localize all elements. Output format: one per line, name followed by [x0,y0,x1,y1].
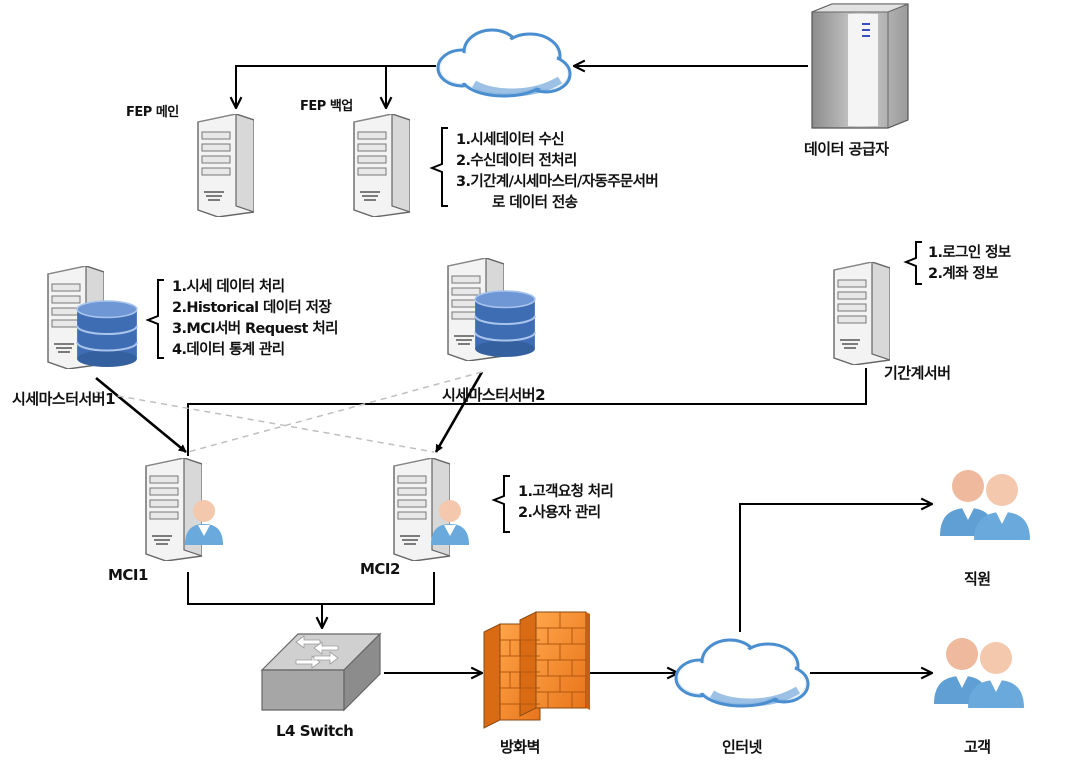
market-master-note-4: 4.데이터 통계 관리 [172,342,285,358]
server-icon [833,262,890,365]
account-server-label: 기간계서버 [884,364,951,382]
arrow-master1-to-mci1 [95,376,187,454]
mci1-label: MCI1 [108,566,148,584]
firewall-label: 방화벽 [500,738,540,756]
market-master-note-2: 2.Historical 데이터 저장 [172,300,332,316]
server-icon [197,114,254,217]
link-mci-to-switch [187,572,435,628]
fep-notes: 1.시세데이터 수신 2.수신데이터 전처리 3.기간계/시세마스터/자동주문서… [456,130,659,214]
tower-server-icon [811,3,909,129]
mci-note-2: 2.사용자 관리 [518,505,601,521]
account-note-1: 1.로그인 정보 [928,245,1011,261]
switch-icon [260,632,382,712]
arrow-master2-to-mci2 [434,371,484,453]
fep-note-4: 로 데이터 전송 [492,195,578,211]
server-icon [353,114,410,217]
market-master-note-1: 1.시세 데이터 처리 [172,279,285,295]
fep-note-1: 1.시세데이터 수신 [456,132,565,148]
note-brackets [145,127,922,533]
fep-backup-label: FEP 백업 [300,99,353,114]
mci2-label: MCI2 [360,560,400,578]
market-master-notes: 1.시세 데이터 처리 2.Historical 데이터 저장 3.MCI서버 … [172,277,338,361]
mci-notes: 1.고객요청 처리 2.사용자 관리 [518,482,614,524]
fep-note-2: 2.수신데이터 전처리 [456,153,577,169]
database-icon [474,290,536,358]
account-note-2: 2.계좌 정보 [928,266,998,282]
account-server-notes: 1.로그인 정보 2.계좌 정보 [928,243,1011,285]
market-master1-label: 시세마스터서버1 [12,390,116,408]
cloud-icon [676,640,808,706]
firewall-icon [483,611,590,729]
customer-label: 고객 [964,738,991,756]
fep-main-label: FEP 메인 [126,105,179,120]
dashed-cross-links [95,371,483,453]
arrow-internet-to-employee [739,504,932,632]
arrow-cloud-to-fep-main [236,65,436,108]
link-account-server-bus [187,368,867,456]
user-icon [934,638,1024,708]
user-icon [940,470,1030,540]
cloud-icon [438,30,570,96]
market-master2-label: 시세마스터서버2 [442,386,546,404]
mci-note-1: 1.고객요청 처리 [518,484,614,500]
data-provider-label: 데이터 공급자 [804,140,889,158]
l4-switch-label: L4 Switch [276,722,354,740]
employee-label: 직원 [964,570,991,588]
database-icon [76,300,138,368]
connections [95,65,932,673]
fep-note-3: 3.기간계/시세마스터/자동주문서버 [456,174,659,190]
internet-label: 인터넷 [722,738,762,756]
market-master-note-3: 3.MCI서버 Request 처리 [172,321,338,337]
